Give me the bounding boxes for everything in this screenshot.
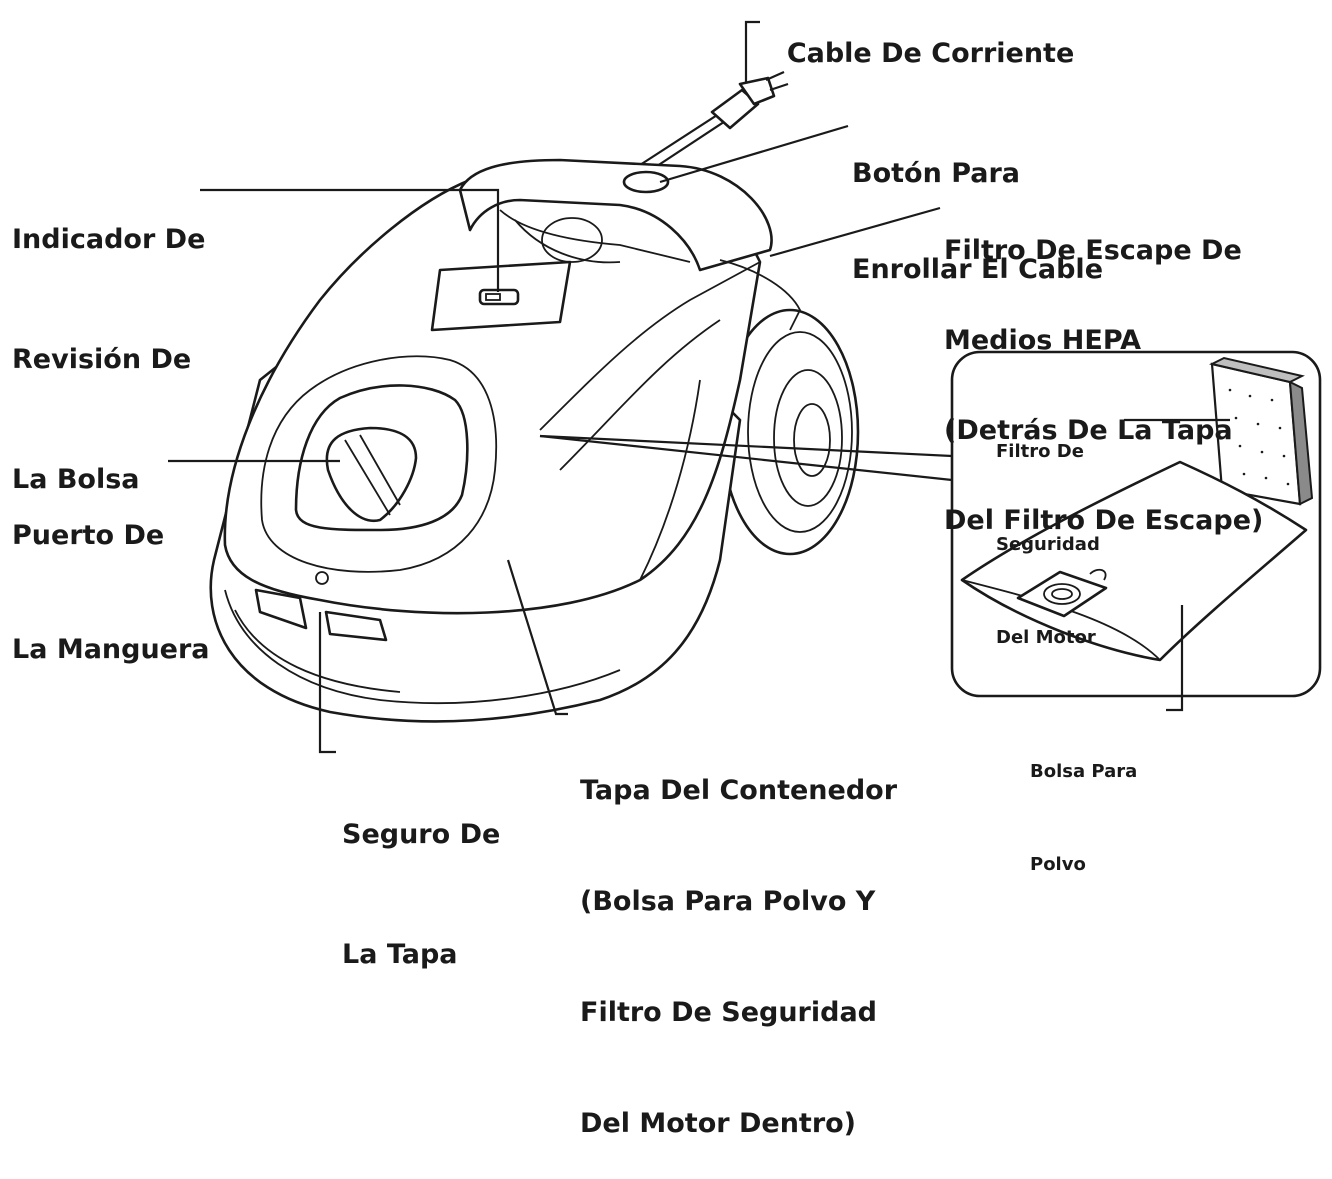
hose-port-label-line1: Puerto De — [12, 520, 165, 551]
bag-check-label-line2: Revisión De — [12, 344, 192, 375]
leader-hepa — [769, 206, 941, 258]
vacuum-body — [209, 158, 802, 723]
motor-filter-label-line3: Del Motor — [996, 627, 1096, 648]
cord-rewind-label-line1: Botón Para — [852, 158, 1021, 189]
label-bag-check-indicator: Indicador De Revisión De La Bolsa — [12, 140, 205, 540]
dust-bag-label-line1: Bolsa Para — [1030, 761, 1138, 782]
motor-filter-label-line1: Filtro De — [996, 441, 1084, 462]
hepa-label-line3: (Detrás De La Tapa — [944, 415, 1233, 446]
label-hepa-filter: Filtro De Escape De Medios HEPA (Detrás … — [944, 176, 1263, 566]
container-lid-label-line2: (Bolsa Para Polvo Y — [580, 886, 876, 917]
motor-safety-filter — [1209, 356, 1314, 506]
label-motor-safety-filter: Filtro De Seguridad Del Motor — [996, 374, 1100, 684]
dust-bag-label-line2: Polvo — [1030, 854, 1086, 875]
leader-bag-check — [200, 188, 500, 292]
leader-power-cord — [744, 20, 760, 82]
leader-cord-rewind — [659, 124, 849, 184]
label-dust-bag: Bolsa Para Polvo — [1030, 694, 1137, 911]
lid-latch-label-line1: Seguro De — [342, 819, 501, 850]
leader-container-lid — [506, 559, 568, 716]
inset-detail — [950, 350, 1322, 698]
leader-inset-lower — [539, 434, 953, 482]
leader-dust-bag — [1166, 605, 1184, 712]
label-cord-rewind: Botón Para Enrollar El Cable — [852, 94, 1103, 318]
vacuum-cleaner-diagram — [168, 20, 1322, 754]
dust-bag — [960, 460, 1308, 662]
label-power-cord: Cable De Corriente — [768, 6, 1074, 70]
leader-inset-upper — [539, 434, 953, 458]
bag-check-label-line1: Indicador De — [12, 224, 206, 255]
label-hose-port: Puerto De La Manguera — [12, 441, 210, 707]
cord-rewind-label-line2: Enrollar El Cable — [852, 254, 1104, 285]
lid-latch-label-line2: La Tapa — [342, 939, 458, 970]
power-cord — [639, 70, 789, 173]
motor-filter-label-line2: Seguridad — [996, 534, 1100, 555]
container-lid-label-line3: Filtro De Seguridad — [580, 997, 877, 1028]
bag-check-label-line3: La Bolsa — [12, 464, 140, 495]
hepa-label-line2: Medios HEPA — [944, 325, 1142, 356]
leader-lines — [168, 20, 1230, 754]
label-lid-latch: Seguro De La Tapa — [342, 735, 500, 1015]
hepa-label-line1: Filtro De Escape De — [944, 235, 1242, 266]
power-cord-label-text: Cable De Corriente — [786, 38, 1075, 69]
container-lid-label-line1: Tapa Del Contenedor — [580, 775, 898, 806]
hose-port-label-line2: La Manguera — [12, 634, 210, 665]
container-lid-label-line4: Del Motor Dentro) — [580, 1108, 857, 1139]
label-container-lid: Tapa Del Contenedor (Bolsa Para Polvo Y … — [580, 698, 897, 1179]
hepa-label-line4: Del Filtro De Escape) — [944, 505, 1264, 536]
leader-lid-latch — [318, 612, 336, 754]
